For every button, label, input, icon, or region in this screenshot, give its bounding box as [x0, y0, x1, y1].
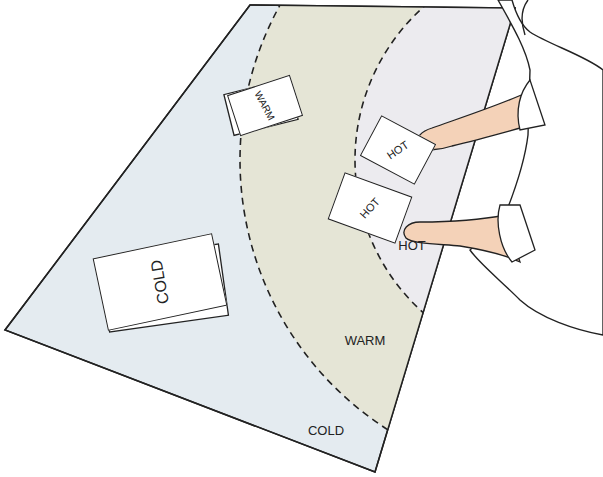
person-torso: [470, 0, 603, 335]
hot-boundary: [355, 0, 603, 365]
zone-label: HOT: [398, 238, 425, 253]
paper-label: WARM: [253, 89, 277, 122]
zone-label: COLD: [308, 423, 344, 438]
paper-label: COLD: [147, 259, 172, 306]
paper-label: HOT: [385, 139, 411, 162]
person-sleeve: [518, 80, 545, 130]
warm-zone: [240, 0, 603, 477]
paper-label: HOT: [358, 195, 382, 220]
person-neck: [522, 0, 528, 35]
warm-boundary: [240, 0, 603, 477]
person-sleeve: [498, 205, 535, 262]
person-arm: [417, 92, 535, 150]
hot-zone: [355, 0, 603, 365]
zone-label: WARM: [345, 333, 386, 348]
